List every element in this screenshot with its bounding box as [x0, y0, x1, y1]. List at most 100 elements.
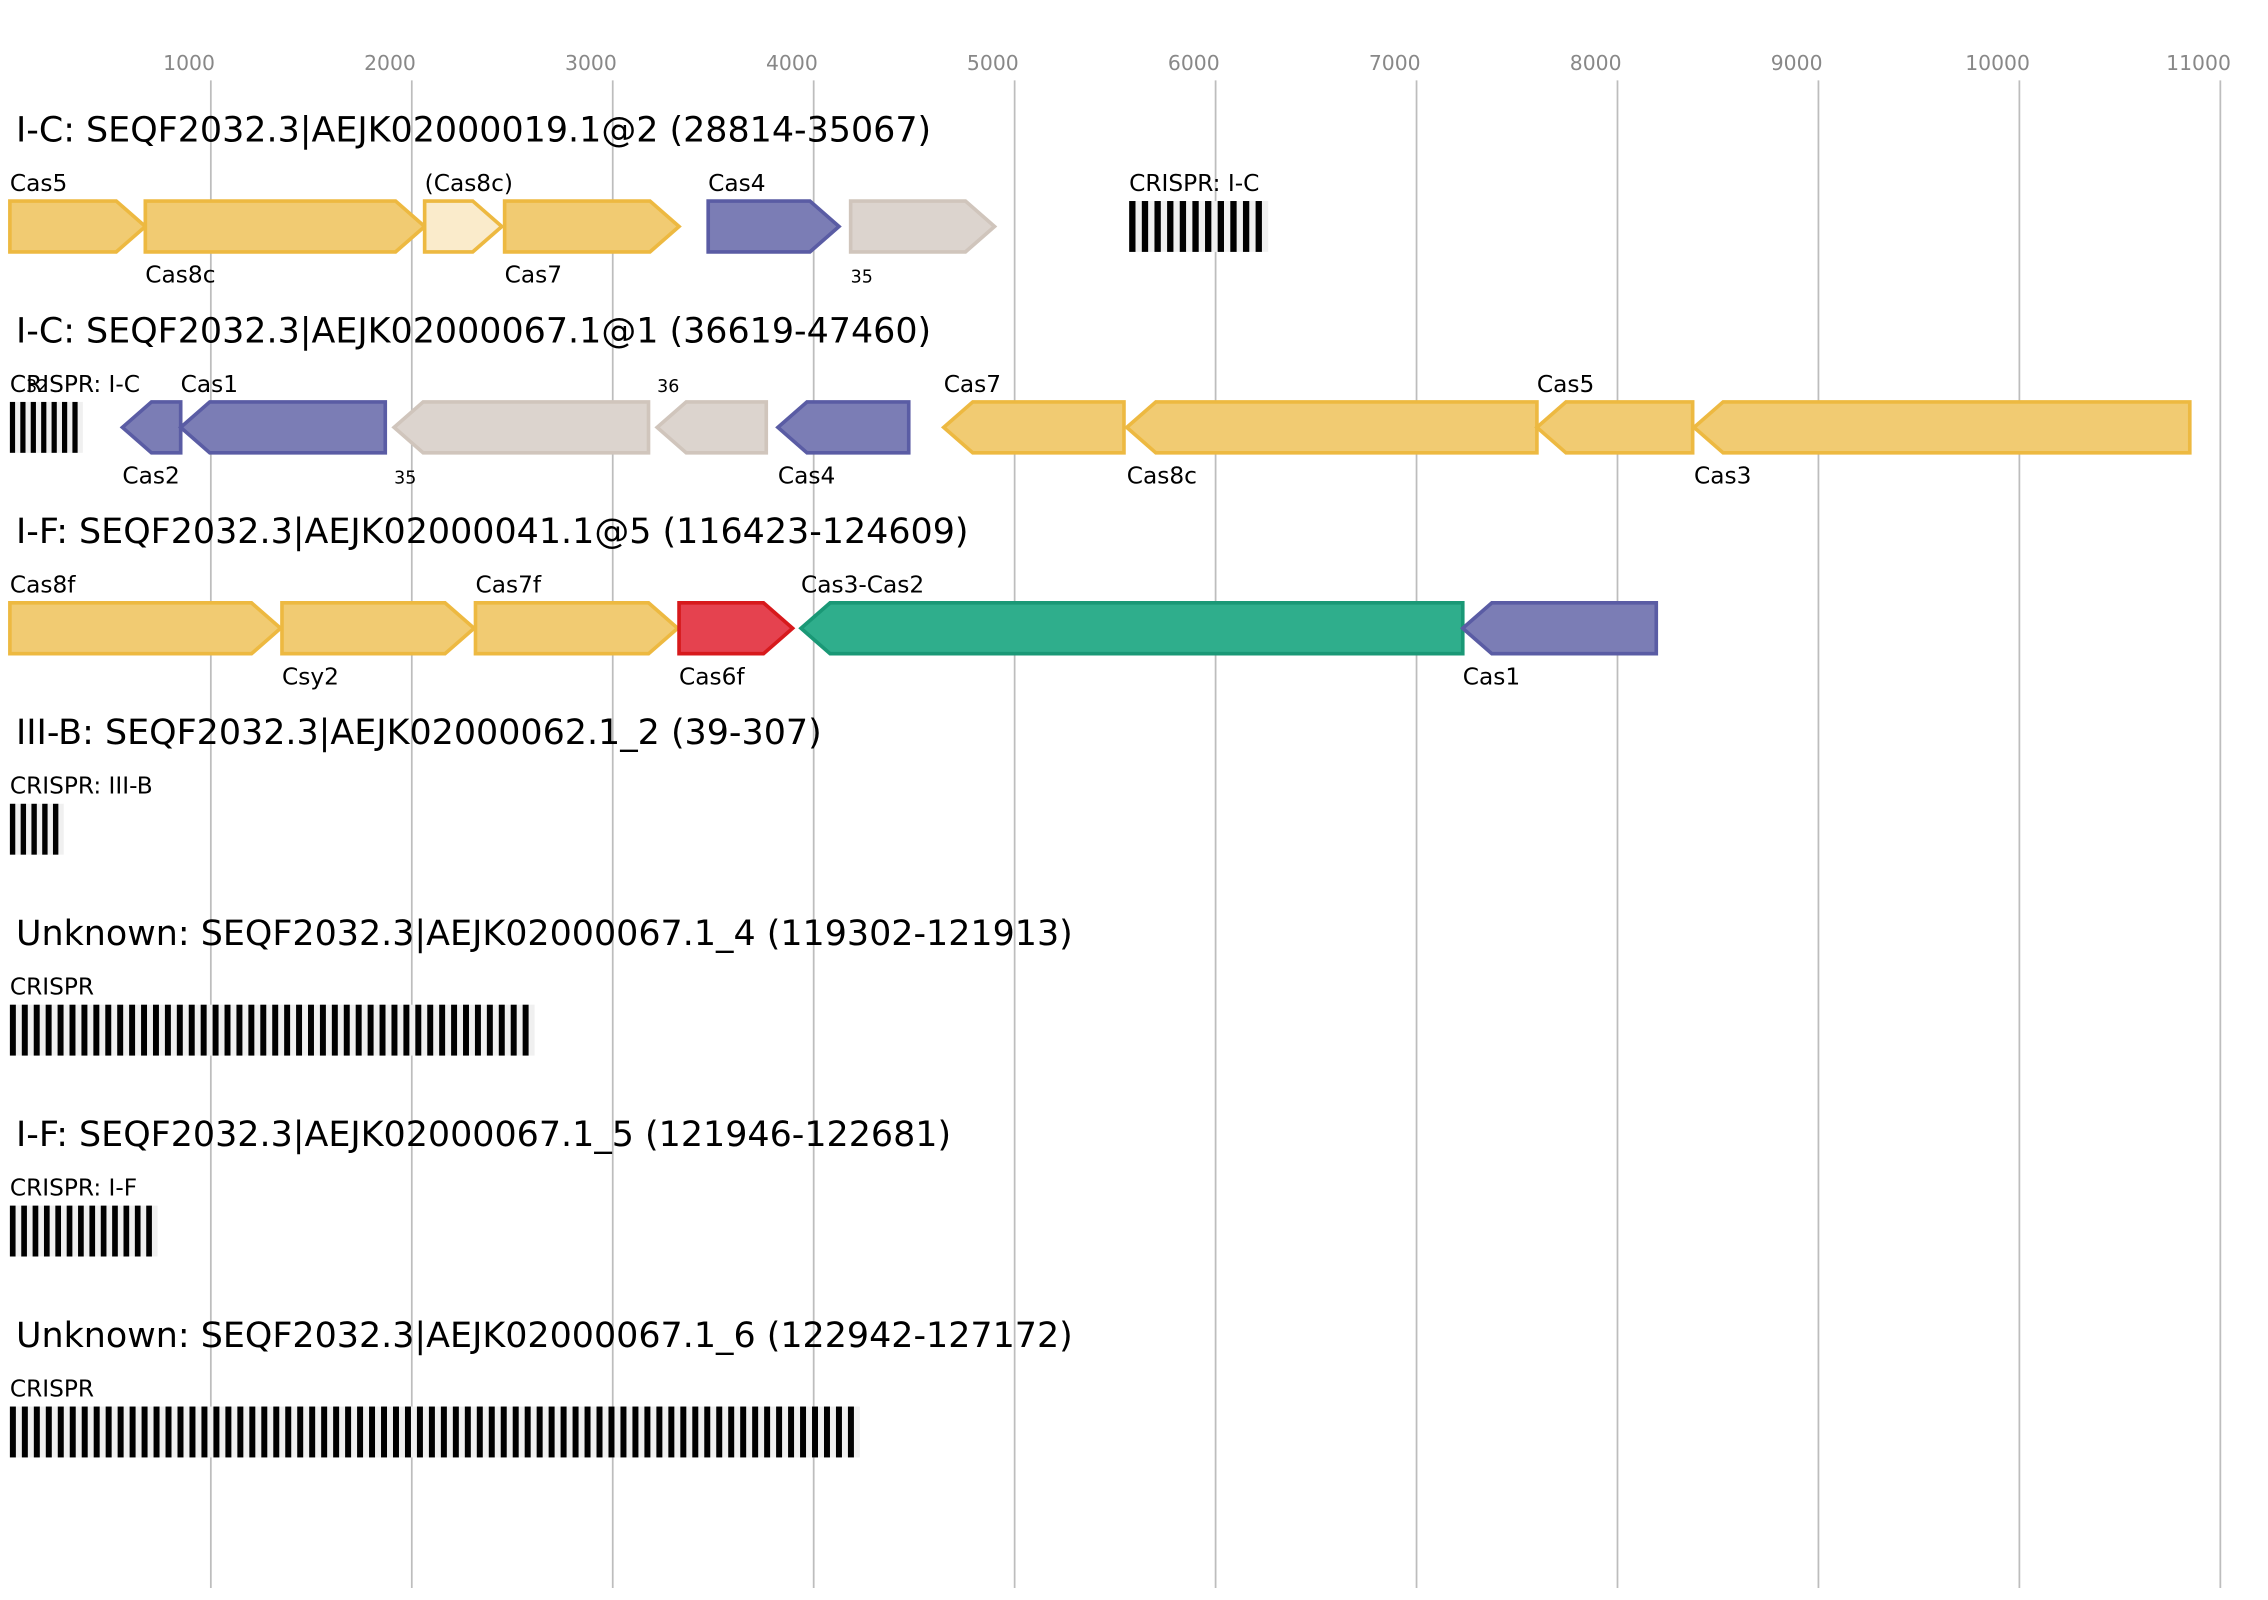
gene-label: Cas4: [708, 170, 765, 197]
crispr-repeat: [236, 1004, 243, 1056]
gene-label: Cas2: [122, 462, 179, 489]
locus-title: III-B: SEQF2032.3|AEJK02000062.1_2 (39-3…: [16, 713, 822, 753]
crispr-repeat: [345, 1406, 352, 1458]
gene-label: Cas1: [1463, 663, 1520, 690]
tick-label: 5000: [967, 51, 1019, 75]
gene-label: Cas7: [505, 261, 562, 288]
crispr-label: CRISPR: I-C: [10, 371, 140, 398]
gene-arrow: [798, 601, 1465, 656]
crispr-repeat: [21, 1406, 28, 1458]
tick-label: 2000: [364, 51, 416, 75]
crispr-repeat: [321, 1406, 328, 1458]
crispr-repeat: [57, 1406, 64, 1458]
crispr-repeat: [464, 1406, 471, 1458]
locus-title: Unknown: SEQF2032.3|AEJK02000067.1_6 (12…: [16, 1316, 1073, 1356]
crispr-repeat: [1205, 201, 1212, 252]
locus: I-C: SEQF2032.3|AEJK02000019.1@2 (28814-…: [8, 110, 1269, 288]
gene-arrow: [1124, 400, 1539, 455]
crispr-repeat: [1217, 201, 1224, 252]
locus: Unknown: SEQF2032.3|AEJK02000067.1_6 (12…: [9, 1316, 1073, 1458]
gene-label: Cas8f: [10, 572, 76, 599]
crispr-repeat: [89, 1205, 96, 1257]
gene-arrow: [473, 601, 681, 656]
gene-arrow: [8, 601, 284, 656]
crispr-repeat: [141, 1406, 148, 1458]
gene-label: Cas7: [944, 371, 1001, 398]
locus-title: I-C: SEQF2032.3|AEJK02000019.1@2 (28814-…: [16, 110, 931, 150]
crispr-repeat: [1255, 201, 1262, 252]
gene-arrow: [677, 601, 796, 656]
crispr-repeat: [21, 1205, 27, 1257]
crispr-repeat: [33, 1004, 40, 1056]
crispr-repeat: [201, 1406, 208, 1458]
crispr-repeat: [189, 1406, 196, 1458]
crispr-repeat: [1230, 201, 1237, 252]
crispr-repeat: [296, 1004, 303, 1056]
crispr-repeat: [177, 1406, 184, 1458]
gene-arrow: [1459, 601, 1659, 656]
crispr-repeat: [212, 1004, 219, 1056]
crispr-repeat: [9, 1205, 16, 1257]
gene-label: Cas5: [10, 170, 67, 197]
crispr-repeat: [61, 401, 68, 453]
tick-label: 3000: [565, 51, 617, 75]
crispr-repeat: [357, 1406, 364, 1458]
crispr-repeat: [272, 1004, 279, 1056]
crispr-repeat: [100, 1205, 107, 1257]
crispr-repeat: [69, 1004, 76, 1056]
crispr-repeat: [381, 1406, 388, 1458]
crispr-repeat: [248, 1004, 255, 1056]
crispr-array: CRISPR: I-F: [9, 1174, 158, 1257]
crispr-repeat: [1141, 201, 1149, 252]
crispr-repeat: [141, 1004, 148, 1056]
crispr-repeat: [404, 1406, 411, 1458]
crispr-repeat: [800, 1406, 807, 1458]
crispr-repeat: [9, 803, 16, 855]
crispr-repeat: [823, 1406, 830, 1458]
gene-arrow: [940, 400, 1126, 455]
crispr-repeat: [620, 1406, 627, 1458]
crispr-repeat: [451, 1004, 458, 1056]
crispr-repeat: [42, 803, 48, 855]
crispr-repeat: [45, 1004, 52, 1056]
crispr-repeat: [20, 401, 26, 453]
crispr-label: CRISPR: I-C: [1129, 170, 1259, 197]
crispr-repeat: [788, 1406, 795, 1458]
crispr-repeat: [41, 401, 47, 453]
crispr-repeat: [500, 1406, 507, 1458]
crispr-repeat: [764, 1406, 771, 1458]
tick-label: 7000: [1369, 51, 1421, 75]
crispr-label: CRISPR: [10, 974, 94, 1001]
crispr-repeat: [55, 1205, 62, 1257]
crispr-repeat: [129, 1406, 136, 1458]
crispr-repeat: [273, 1406, 280, 1458]
crispr-repeat: [213, 1406, 220, 1458]
gene-arrow: [8, 199, 149, 254]
gene-label: Cas8c: [145, 261, 215, 288]
crispr-repeat: [45, 1406, 52, 1458]
crispr-repeat: [43, 1205, 50, 1257]
crispr-repeat: [835, 1406, 842, 1458]
crispr-repeat: [439, 1004, 446, 1056]
crispr-array: CRISPR: I-C: [9, 371, 140, 453]
gene-label: 36: [657, 377, 679, 397]
crispr-repeat: [524, 1406, 531, 1458]
crispr-repeat: [716, 1406, 723, 1458]
crispr-repeat: [644, 1406, 651, 1458]
locus-title: Unknown: SEQF2032.3|AEJK02000067.1_4 (11…: [16, 914, 1073, 954]
crispr-repeat: [93, 1004, 100, 1056]
gene-arrow: [280, 601, 477, 656]
crispr-repeat: [78, 1205, 84, 1257]
crispr-repeat: [153, 1406, 160, 1458]
crispr-repeat: [112, 1205, 118, 1257]
crispr-repeat: [225, 1406, 232, 1458]
crispr-repeat: [584, 1406, 591, 1458]
crispr-label: CRISPR: I-F: [10, 1174, 137, 1201]
tick-label: 1000: [163, 51, 215, 75]
crispr-repeat: [596, 1406, 603, 1458]
crispr-repeat: [548, 1406, 555, 1458]
crispr-repeat: [692, 1406, 699, 1458]
crispr-repeat: [31, 803, 37, 855]
crispr-repeat: [392, 1406, 399, 1458]
